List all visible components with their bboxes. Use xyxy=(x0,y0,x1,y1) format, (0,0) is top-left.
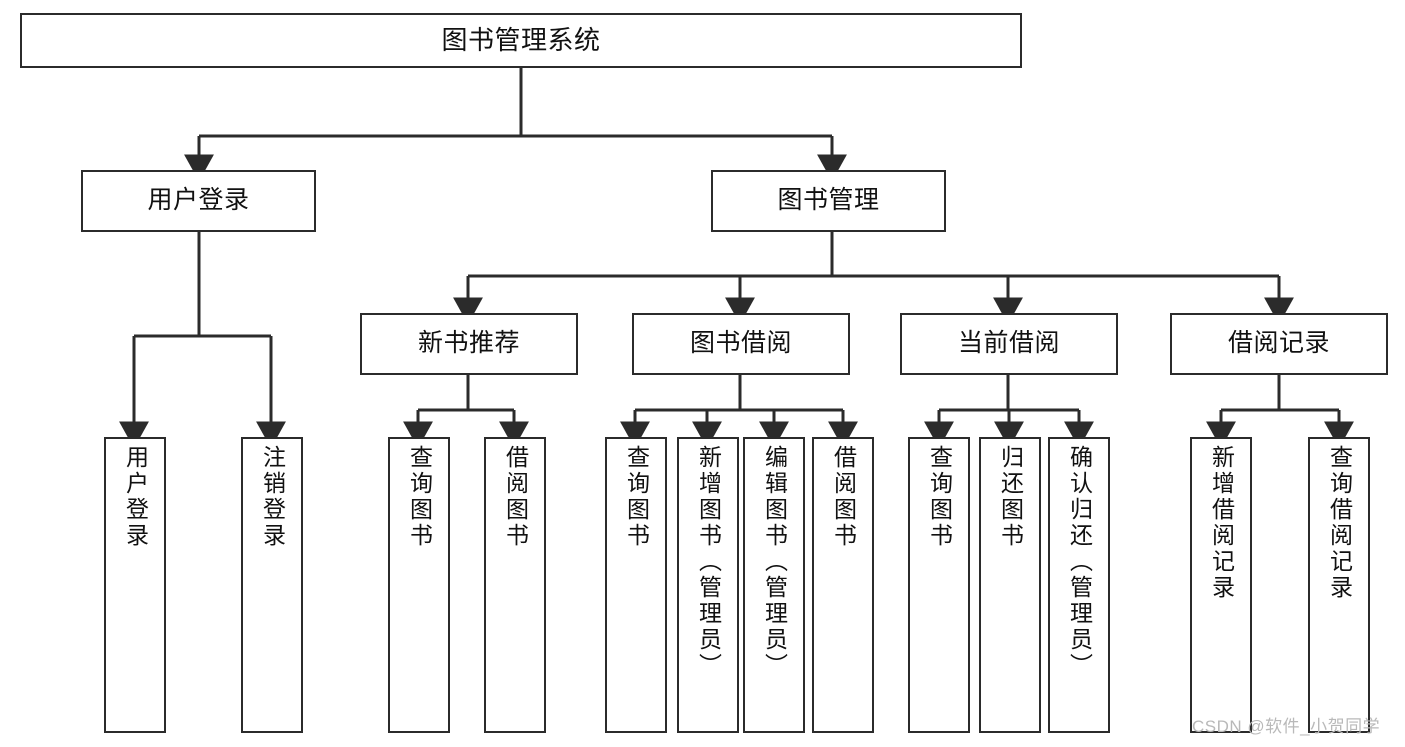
leaf-query-borrow-record[interactable]: 查询借阅记录 xyxy=(1308,437,1370,733)
node-label: 查询图书 xyxy=(623,445,650,549)
leaf-add-book-admin[interactable]: 新增图书（管理员） xyxy=(677,437,739,733)
node-label: 用户登录 xyxy=(147,186,250,215)
node-borrow-record[interactable]: 借阅记录 xyxy=(1170,313,1388,375)
node-book-borrow[interactable]: 图书借阅 xyxy=(632,313,850,375)
node-book-management[interactable]: 图书管理 xyxy=(711,170,946,232)
leaf-edit-book-admin[interactable]: 编辑图书（管理员） xyxy=(743,437,805,733)
node-label: 图书管理 xyxy=(777,186,880,215)
node-label: 注销登录 xyxy=(259,445,286,549)
node-label: 查询借阅记录 xyxy=(1326,445,1353,601)
leaf-query-book-recommend[interactable]: 查询图书 xyxy=(388,437,450,733)
node-label: 图书管理系统 xyxy=(441,25,601,56)
node-label: 归还图书 xyxy=(997,445,1024,549)
node-label: 新增图书（管理员） xyxy=(695,445,722,679)
node-label: 新增借阅记录 xyxy=(1208,445,1235,601)
leaf-confirm-return-admin[interactable]: 确认归还（管理员） xyxy=(1048,437,1110,733)
leaf-borrow-book[interactable]: 借阅图书 xyxy=(812,437,874,733)
node-label: 借阅记录 xyxy=(1227,329,1330,358)
node-label: 借阅图书 xyxy=(502,445,529,549)
leaf-logout[interactable]: 注销登录 xyxy=(241,437,303,733)
node-label: 用户登录 xyxy=(122,445,149,549)
node-label: 当前借阅 xyxy=(957,329,1060,358)
node-label: 编辑图书（管理员） xyxy=(761,445,788,679)
node-user-login[interactable]: 用户登录 xyxy=(81,170,316,232)
node-label: 图书借阅 xyxy=(689,329,792,358)
node-new-book-recommend[interactable]: 新书推荐 xyxy=(360,313,578,375)
leaf-user-login[interactable]: 用户登录 xyxy=(104,437,166,733)
leaf-borrow-book-recommend[interactable]: 借阅图书 xyxy=(484,437,546,733)
node-current-borrow[interactable]: 当前借阅 xyxy=(900,313,1118,375)
leaf-add-borrow-record[interactable]: 新增借阅记录 xyxy=(1190,437,1252,733)
node-label: 查询图书 xyxy=(406,445,433,549)
leaf-return-book[interactable]: 归还图书 xyxy=(979,437,1041,733)
node-label: 查询图书 xyxy=(926,445,953,549)
watermark-csdn: CSDN @软件_小贺同学 xyxy=(1192,717,1381,736)
node-root-system[interactable]: 图书管理系统 xyxy=(20,13,1022,68)
node-label: 确认归还（管理员） xyxy=(1066,445,1093,679)
leaf-query-book-borrow[interactable]: 查询图书 xyxy=(605,437,667,733)
node-label: 新书推荐 xyxy=(417,329,520,358)
leaf-query-book-current[interactable]: 查询图书 xyxy=(908,437,970,733)
node-label: 借阅图书 xyxy=(830,445,857,549)
